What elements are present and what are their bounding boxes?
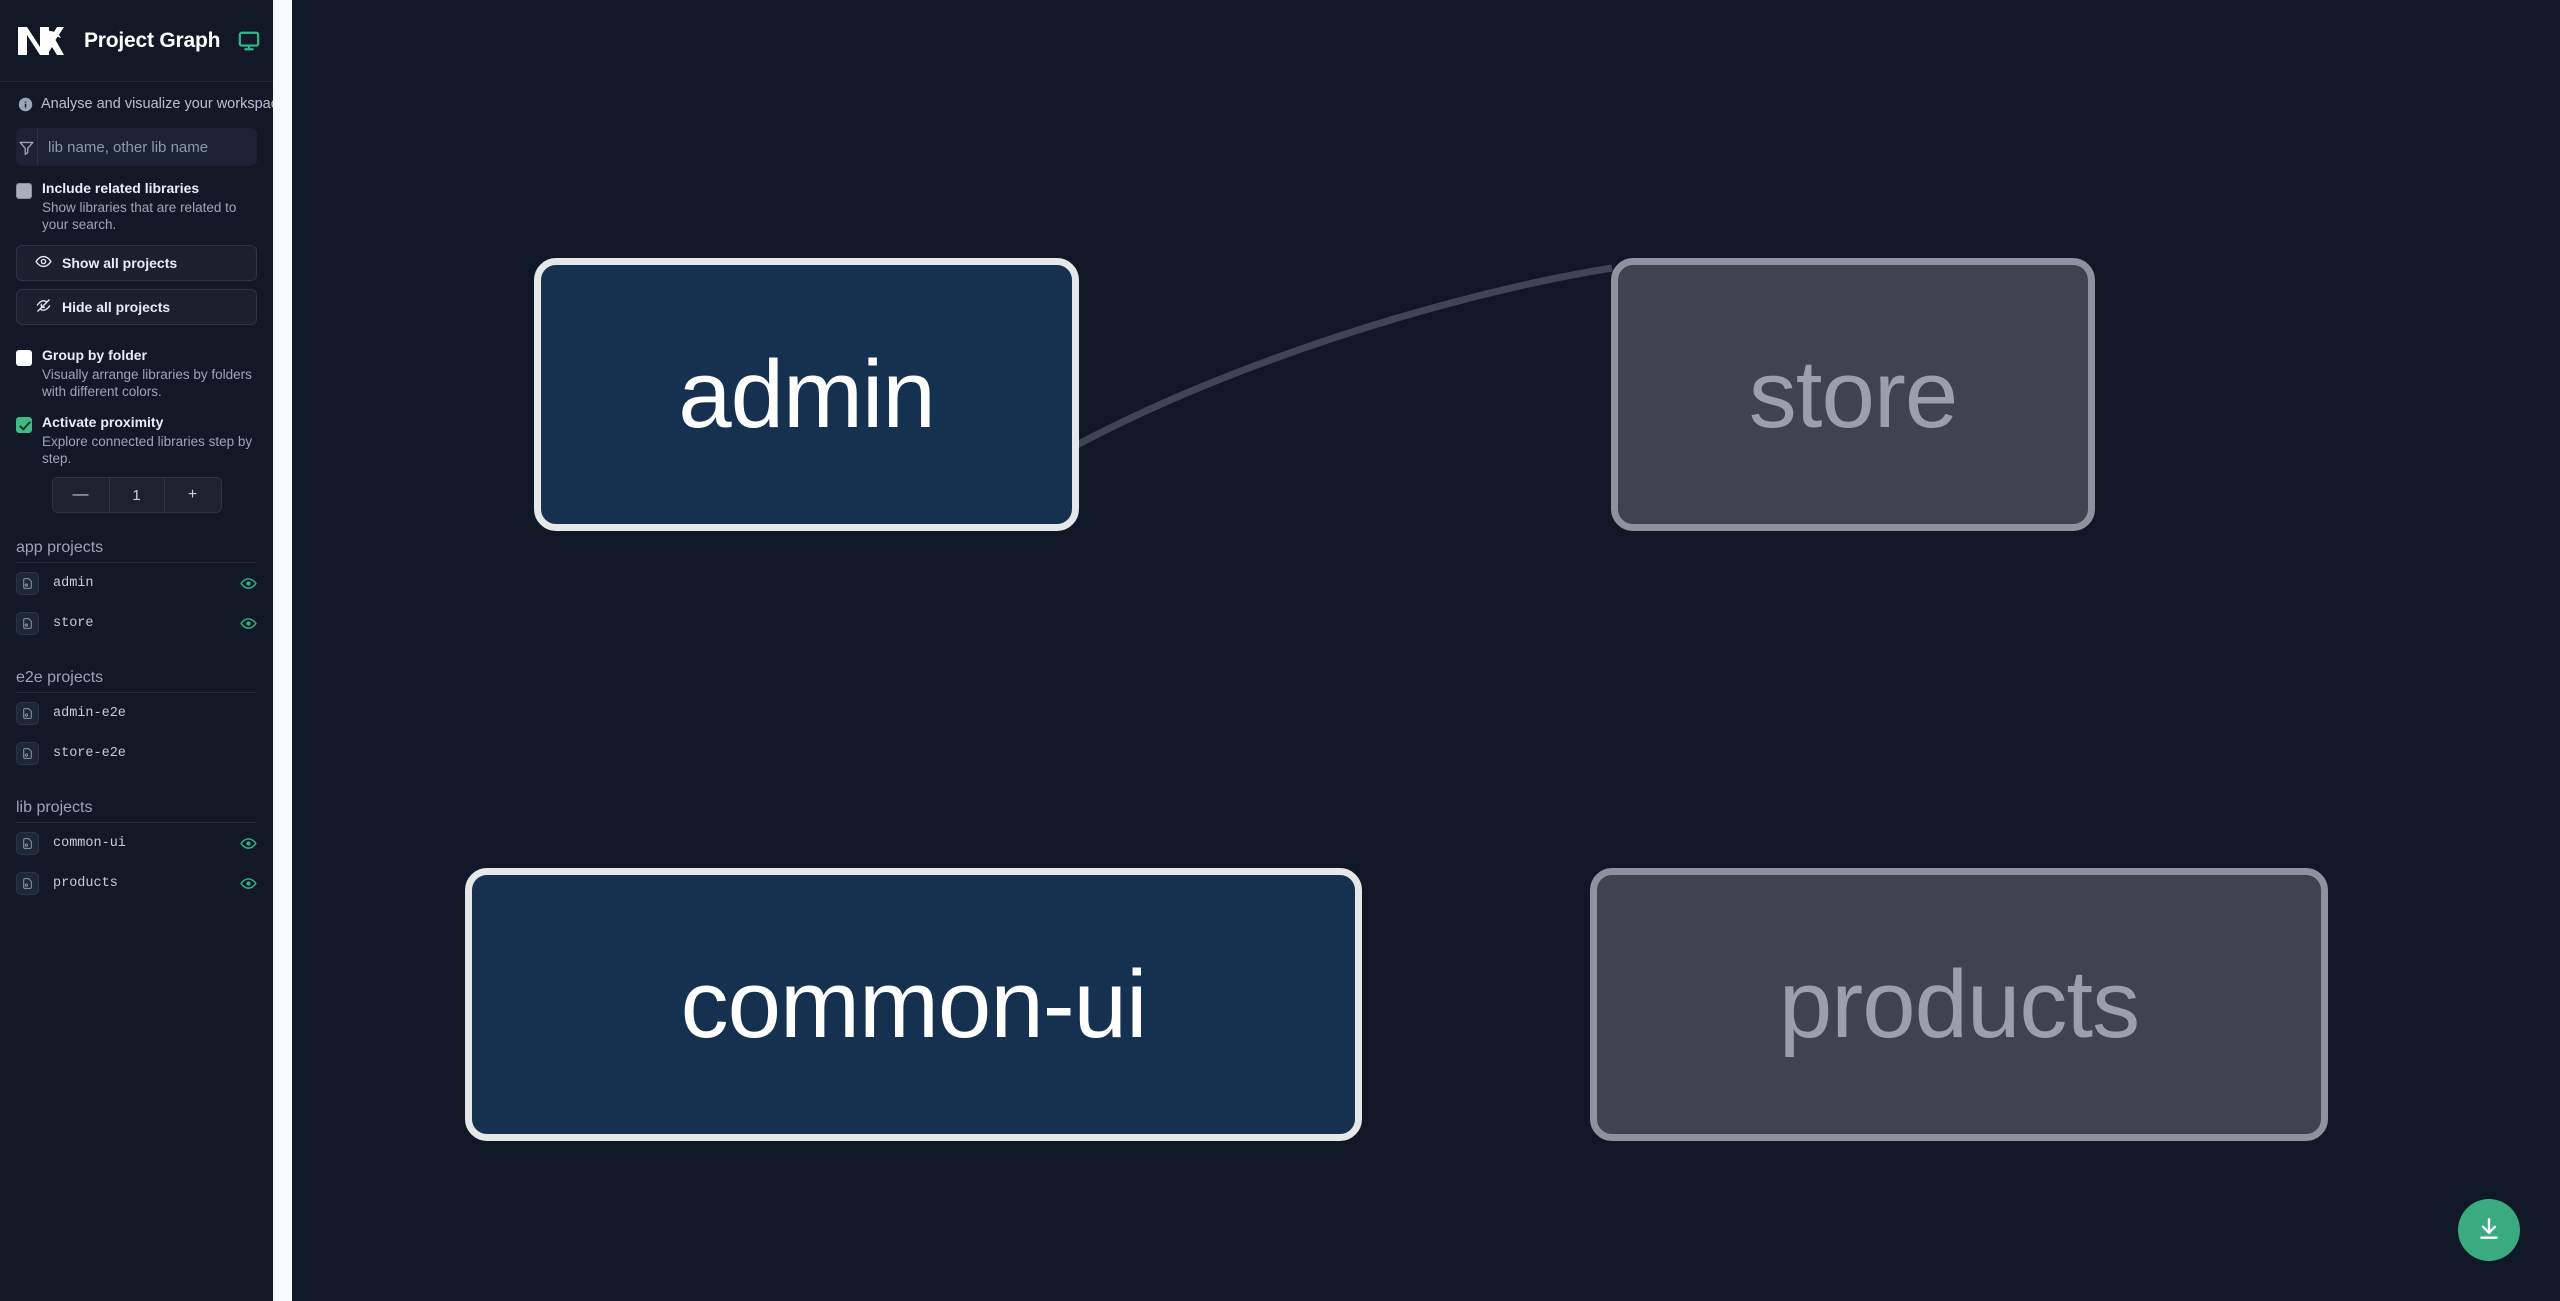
graph-node-admin[interactable]: admin (534, 258, 1079, 531)
project-visibility-eye-icon[interactable] (240, 575, 257, 592)
project-file-icon (16, 571, 39, 595)
section-app-projects: app projects admin (0, 539, 273, 643)
option-description: Visually arrange libraries by folders wi… (42, 367, 252, 399)
section-lib-projects: lib projects common-ui (0, 799, 273, 903)
project-name: store (53, 615, 94, 631)
project-row-admin-e2e[interactable]: admin-e2e (16, 693, 257, 733)
hide-all-projects-button[interactable]: Hide all projects (16, 289, 257, 325)
graph-node-label: admin (678, 340, 935, 448)
project-file-icon (16, 871, 39, 895)
project-row-store-e2e[interactable]: store-e2e (16, 733, 257, 773)
option-label: Include related libraries (42, 180, 200, 196)
nx-logo-icon (16, 21, 68, 61)
sidebar: Project Graph Analyse and visualize your… (0, 0, 273, 1301)
show-all-projects-button[interactable]: Show all projects (16, 245, 257, 281)
section-title: e2e projects (16, 669, 257, 693)
graph-node-products[interactable]: products (1590, 868, 2328, 1141)
search-row (0, 122, 273, 166)
proximity-stepper-wrap: — 1 + (0, 467, 273, 513)
project-row-common-ui[interactable]: common-ui (16, 823, 257, 863)
section-title: lib projects (16, 799, 257, 823)
project-file-icon (16, 831, 39, 855)
project-visibility-eye-icon[interactable] (240, 835, 257, 852)
include-related-libraries-checkbox[interactable] (16, 183, 32, 199)
option-label: Activate proximity (42, 414, 164, 430)
info-icon (18, 97, 33, 112)
project-file-icon (16, 611, 39, 635)
graph-canvas[interactable]: admin store common-ui products (292, 0, 2560, 1301)
project-row-products[interactable]: products (16, 863, 257, 903)
download-graph-button[interactable] (2458, 1199, 2520, 1261)
visibility-buttons: Show all projects Hide all projects (0, 233, 273, 325)
project-name: products (53, 875, 118, 891)
proximity-increment-button[interactable]: + (164, 478, 221, 512)
option-group-by-folder[interactable]: Group by folder Visually arrange librari… (0, 333, 273, 400)
project-name: store-e2e (53, 745, 126, 761)
graph-node-label: products (1778, 950, 2140, 1058)
option-label: Group by folder (42, 347, 147, 363)
option-description: Show libraries that are related to your … (42, 200, 237, 232)
group-by-folder-checkbox[interactable] (16, 350, 32, 366)
sidebar-header: Project Graph (0, 0, 273, 82)
project-visibility-eye-icon[interactable] (240, 615, 257, 632)
option-description: Explore connected libraries step by step… (42, 434, 253, 466)
section-title: app projects (16, 539, 257, 563)
search-input[interactable] (38, 128, 257, 166)
project-row-admin[interactable]: admin (16, 563, 257, 603)
search-box[interactable] (16, 128, 257, 166)
sidebar-resize-handle[interactable] (273, 0, 292, 1301)
proximity-stepper: — 1 + (51, 477, 222, 513)
project-file-icon (16, 741, 39, 765)
option-activate-proximity[interactable]: Activate proximity Explore connected lib… (0, 400, 273, 467)
show-all-projects-label: Show all projects (62, 255, 178, 271)
tagline: Analyse and visualize your workspace. (0, 82, 273, 122)
activate-proximity-checkbox[interactable] (16, 417, 32, 433)
app-title: Project Graph (84, 28, 221, 52)
proximity-value: 1 (108, 478, 165, 512)
proximity-decrement-button[interactable]: — (52, 478, 109, 512)
download-icon (2476, 1216, 2502, 1245)
section-e2e-projects: e2e projects admin-e2e (0, 669, 273, 773)
monitor-icon[interactable] (238, 30, 260, 52)
graph-node-label: common-ui (680, 950, 1148, 1058)
tagline-text: Analyse and visualize your workspace. (41, 96, 273, 112)
project-name: common-ui (53, 835, 126, 851)
project-visibility-eye-icon[interactable] (240, 875, 257, 892)
graph-node-store[interactable]: store (1611, 258, 2095, 531)
eye-icon (35, 253, 52, 273)
project-name: admin (53, 575, 94, 591)
option-include-related-libraries[interactable]: Include related libraries Show libraries… (0, 166, 273, 233)
funnel-icon[interactable] (16, 128, 38, 166)
project-name: admin-e2e (53, 705, 126, 721)
eye-off-icon (35, 297, 52, 317)
project-file-icon (16, 701, 39, 725)
project-row-store[interactable]: store (16, 603, 257, 643)
graph-node-common-ui[interactable]: common-ui (465, 868, 1362, 1141)
hide-all-projects-label: Hide all projects (62, 299, 171, 315)
graph-node-label: store (1748, 340, 1958, 448)
